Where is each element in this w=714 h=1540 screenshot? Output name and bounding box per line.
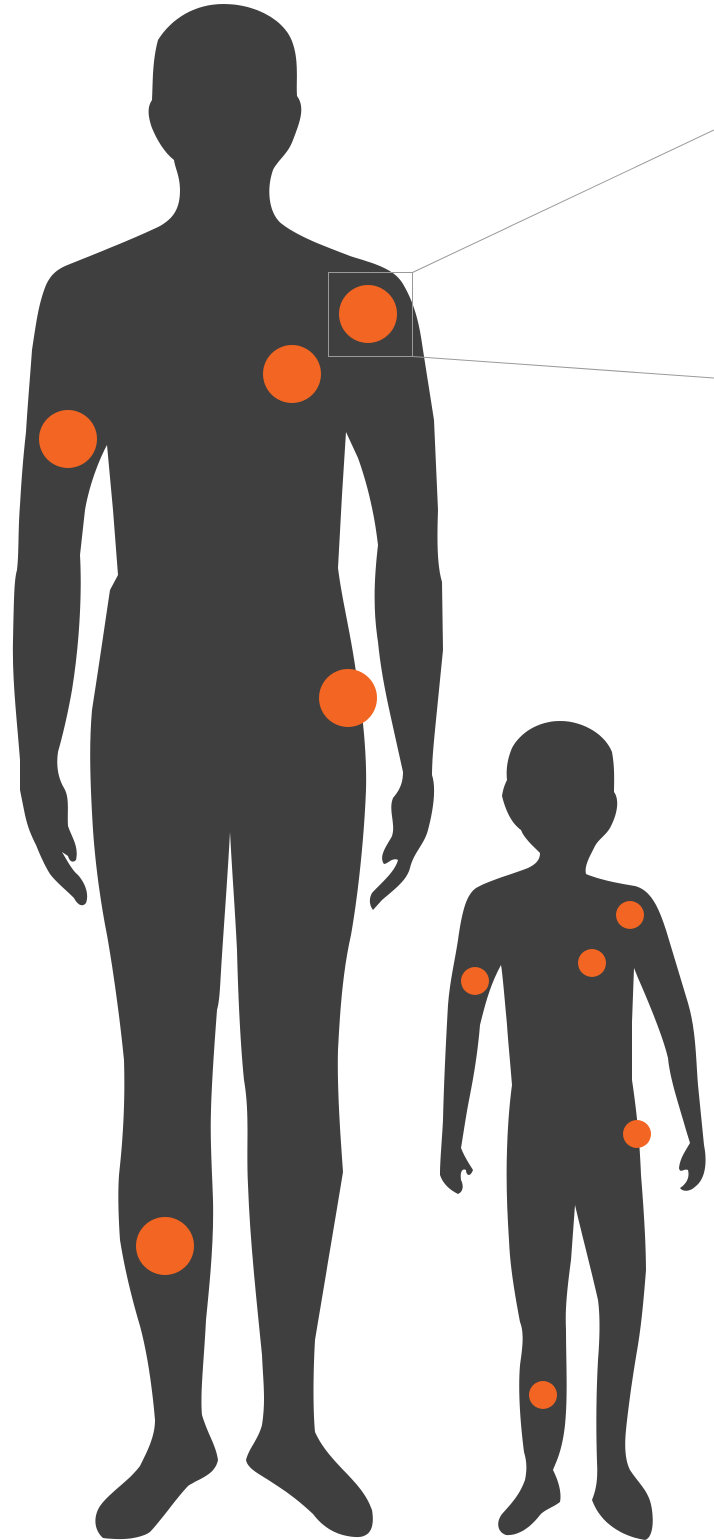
child-chest-marker [578, 949, 606, 977]
adult-chest-marker [263, 345, 321, 403]
adult-hip-marker [319, 669, 377, 727]
adult-silhouette [13, 4, 443, 1539]
callout-line-top [413, 130, 714, 273]
child-elbow-marker [461, 967, 489, 995]
adult-elbow-marker [39, 410, 97, 468]
adult-figure [13, 4, 443, 1539]
child-knee-marker [529, 1381, 557, 1409]
child-figure [440, 721, 706, 1540]
callout-line-bottom [413, 357, 714, 379]
child-shoulder-marker [616, 901, 644, 929]
child-hip-marker [623, 1120, 651, 1148]
child-silhouette [440, 721, 706, 1540]
adult-knee-marker [136, 1217, 194, 1275]
adult-shoulder-marker [339, 285, 397, 343]
